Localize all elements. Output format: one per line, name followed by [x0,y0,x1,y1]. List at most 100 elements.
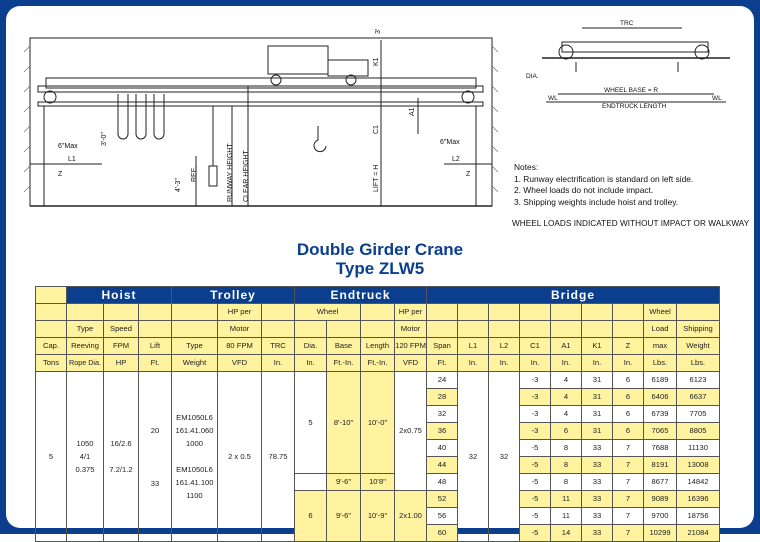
cell-k1: 33 [581,456,613,474]
hdr-weight: Weight [676,337,720,355]
label-trc: TRC [620,20,634,27]
table-row: 6 9'-6" 10'-9" 2x1.00 52 -5 11 33 7 9089… [36,490,720,542]
hdr-rope-dia: Rope Dia. [66,354,104,372]
dim-lift: LIFT = H [373,165,380,192]
cell-c1: -3 [519,388,551,406]
dim-z-right: Z [466,171,471,178]
cell-ship: 16396 [676,490,720,508]
cell-a1: 4 [550,388,582,406]
label-endtruck-length: ENDTRUCK LENGTH [602,103,667,110]
hdr-wheel: Wheel [294,303,361,321]
cell-ship: 6637 [676,388,720,406]
crane-elevation-drawing: 3' K1 A1 C1 LIFT = H 6"Max 6"Max L1 L2 Z… [23,20,730,207]
cell-z: 6 [612,388,644,406]
hdr-trc-in: In. [261,354,295,372]
header-row-1: HP per Wheel HP per Wheel [35,303,720,321]
dim-c1: C1 [373,125,380,134]
cell-c1: -5 [519,507,551,525]
cell-trc: 78.75 [261,371,295,542]
hdr-z: Z [612,337,644,355]
dim-l1: L1 [68,156,76,163]
cell-k1: 33 [581,473,613,491]
header-row-3: Cap. Reeving FPM Lift Type 80 FPM TRC Di… [35,337,720,355]
table-row: 36 -3 6 31 6 7065 8805 [36,422,720,440]
cell-load: 10299 [643,524,677,542]
cell-ship: 13008 [676,456,720,474]
cell-load: 6189 [643,371,677,389]
cell-c1: -5 [519,473,551,491]
hdr-hp: HP [103,354,139,372]
cell-a1: 8 [550,456,582,474]
cell-l1: 32 [457,371,489,542]
dim-z-left: Z [58,171,63,178]
cell-load: 7688 [643,439,677,457]
dim-6max-left: 6"Max [58,143,78,150]
cell-endtruck-hp-a: 2x0.75 [394,371,427,491]
group-hoist: Hoist [66,286,172,304]
cell-speed: 16/2.6 7.2/1.2 [103,371,139,542]
hdr-z-in: In. [612,354,644,372]
dim-four-three: 4'-3" [175,178,182,192]
hdr-a1: A1 [550,337,582,355]
cell-k1: 33 [581,490,613,508]
cell-span: 36 [426,422,458,440]
header-row-2: Type Speed Motor Motor Load Shipping [35,320,720,338]
hdr-reeving: Reeving [66,337,104,355]
cell-z: 7 [612,490,644,508]
cell-span: 28 [426,388,458,406]
cell-a1: 11 [550,490,582,508]
dim-6max-right: 6"Max [440,139,460,146]
hdr-k1-in: In. [581,354,613,372]
table-row: 40 -5 8 33 7 7688 11130 [36,439,720,457]
cell-a1: 6 [550,422,582,440]
cell-a1: 8 [550,473,582,491]
hdr-ship-lbs: Lbs. [676,354,720,372]
cell-lift: 20 33 [138,371,172,542]
cell-a1: 4 [550,371,582,389]
cell-reeving: 1050 4/1 0.375 [66,371,104,542]
hdr-length-ftin: Ft.-In. [360,354,395,372]
cell-z: 7 [612,507,644,525]
cell-span: 48 [426,473,458,491]
cell-length-b: 10'8" [360,473,395,491]
cell-load: 9089 [643,490,677,508]
cell-k1: 31 [581,405,613,423]
cell-z: 7 [612,524,644,542]
cell-load: 6406 [643,388,677,406]
label-dia: DIA. [526,73,539,80]
cell-dia-a: 5 [294,371,327,474]
cell-span: 44 [426,456,458,474]
label-wl-left: WL [548,95,558,102]
hdr-vfd2: VFD [394,354,427,372]
note-3: 3. Shipping weights include hoist and tr… [514,196,679,207]
cell-z: 6 [612,371,644,389]
cell-z: 7 [612,473,644,491]
group-endtruck: Endtruck [294,286,427,304]
cell-a1: 8 [550,439,582,457]
cell-k1: 33 [581,507,613,525]
hdr-speed: Speed [103,320,139,338]
cell-k1: 31 [581,422,613,440]
cell-ship: 8805 [676,422,720,440]
cell-l2: 32 [488,371,520,542]
hdr-l2: L2 [488,337,520,355]
hdr-80fpm: 80 FPM [217,337,262,355]
label-wheel-base: WHEEL BASE = R [604,87,658,94]
hdr-dia: Dia. [294,337,327,355]
cell-ship: 21084 [676,524,720,542]
page-title: Double Girder Crane [296,240,464,259]
cell-trolley-hp: 2 x 0.5 [217,371,262,542]
cell-span: 52 [426,490,458,508]
cell-ship: 14842 [676,473,720,491]
cell-z: 6 [612,405,644,423]
hdr-endtruck-motor: Motor [394,320,427,338]
cell-z: 6 [612,422,644,440]
cell-length-a: 10'-0" [360,371,395,474]
hdr-l1-in: In. [457,354,489,372]
cell-endtruck-hp-b: 2x1.00 [394,490,427,542]
label-wl-right: WL [712,95,722,102]
cell-dia-b: 6 [294,490,327,542]
cell-span: 40 [426,439,458,457]
hdr-trolley-hp: HP per [217,303,262,321]
hdr-length: Length [360,337,395,355]
